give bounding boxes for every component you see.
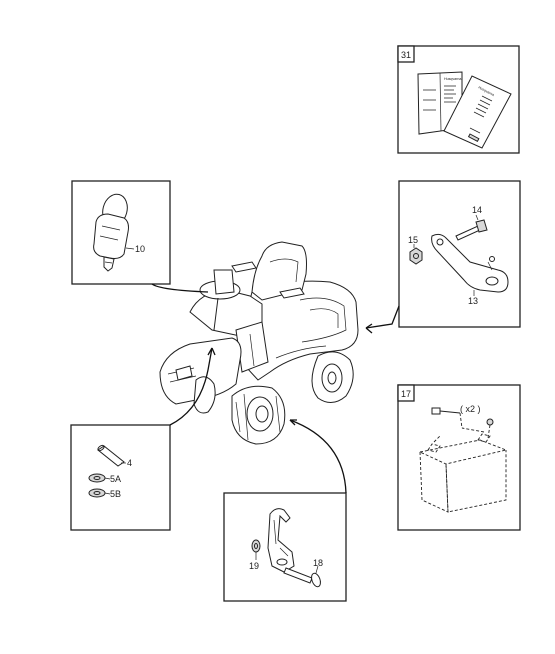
leader-bracket-to-fender [365, 305, 400, 329]
callout-5a: 5A [110, 474, 121, 484]
battery-icon [418, 427, 508, 513]
box-number-31-label: 31 [401, 50, 411, 60]
callout-15: 15 [408, 235, 418, 245]
instruction-sheet-icon: Husqvarna [443, 75, 512, 149]
washer-19-icon [251, 539, 261, 553]
linkage-box: 19 18 [223, 492, 347, 602]
bracket-box: 14 15 13 [398, 180, 521, 328]
box-number-17-label: 17 [401, 389, 411, 399]
bracket-icon [431, 233, 509, 293]
battery-bolt-icon [431, 407, 461, 415]
ignition-key-icon [93, 193, 129, 272]
box-number-17 [397, 384, 415, 402]
battery-box: 17 ( x2 ) [397, 384, 521, 531]
washer-5b-icon [88, 488, 106, 498]
key-box: 10 [71, 180, 171, 285]
nut-15-icon [409, 247, 423, 265]
callout-4: 4 [127, 458, 132, 468]
battery-nut-icon [486, 418, 494, 426]
bolt-14-icon [455, 219, 488, 241]
callout-5b: 5B [110, 489, 121, 499]
callout-18: 18 [313, 558, 323, 568]
callout-14: 14 [472, 205, 482, 215]
callout-19: 19 [249, 561, 259, 571]
callout-13: 13 [468, 296, 478, 306]
svg-text:Husqvarna: Husqvarna [444, 77, 461, 81]
leader-key-to-ignition [151, 283, 209, 293]
pin-4-icon [97, 444, 125, 467]
riding-mower-illustration [159, 241, 359, 445]
quantity-x2: ( x2 ) [460, 404, 481, 414]
svg-text:Husqvarna: Husqvarna [478, 85, 495, 97]
leader-linkage-to-wheel [289, 419, 347, 494]
leader-pin-to-axle [169, 347, 213, 426]
leader-lines [151, 283, 400, 494]
washer-5a-icon [88, 473, 106, 483]
documents-box: 31 Husqvarna Husqvarna [397, 45, 520, 154]
callout-10: 10 [135, 244, 145, 254]
bolt-18-icon [283, 567, 321, 588]
pin-washers-box: 4 5A 5B [70, 424, 171, 531]
box-number-31 [397, 45, 415, 63]
